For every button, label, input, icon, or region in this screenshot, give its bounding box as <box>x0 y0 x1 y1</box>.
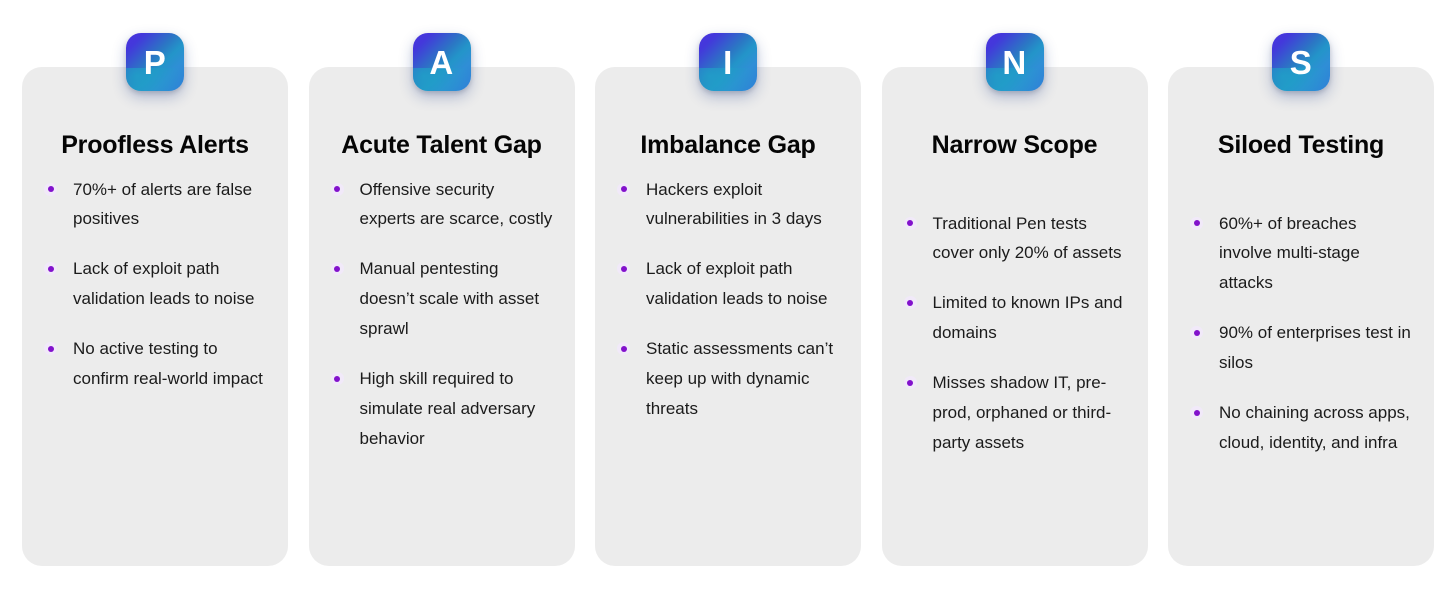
card-title: Acute Talent Gap <box>341 131 542 159</box>
bullet-dot-icon <box>44 182 57 196</box>
bullet-list: Hackers exploit vulnerabilities in 3 day… <box>617 175 839 424</box>
list-item: 90% of enterprises test in silos <box>1190 318 1412 378</box>
card-title: Proofless Alerts <box>61 131 249 159</box>
bullet-text: High skill required to simulate real adv… <box>359 369 536 448</box>
bullet-text: Hackers exploit vulnerabilities in 3 day… <box>646 179 822 229</box>
list-item: 70%+ of alerts are false positives <box>44 175 266 235</box>
bullet-text: Offensive security experts are scarce, c… <box>359 179 553 229</box>
list-item: Traditional Pen tests cover only 20% of … <box>903 209 1126 269</box>
problem-card-narrow-scope: N Narrow Scope Traditional Pen tests cov… <box>881 33 1148 566</box>
bullet-dot-icon <box>330 262 344 276</box>
icon-letter: A <box>429 43 454 81</box>
list-item: Manual pentesting doesn’t scale with ass… <box>330 254 553 344</box>
bullet-dot-icon <box>330 372 344 386</box>
list-item: High skill required to simulate real adv… <box>330 364 553 454</box>
bullet-text: Traditional Pen tests cover only 20% of … <box>932 213 1122 263</box>
letter-badge-icon: P <box>126 33 184 91</box>
bullet-text: No active testing to confirm real-world … <box>73 339 263 389</box>
bullet-text: Limited to known IPs and domains <box>932 293 1123 343</box>
icon-letter: P <box>143 43 167 81</box>
bullet-dot-icon <box>44 342 57 356</box>
bullet-text: Manual pentesting doesn’t scale with ass… <box>359 259 540 339</box>
bullet-list: 60%+ of breaches involve multi-stage att… <box>1190 209 1412 458</box>
letter-badge-icon: I <box>699 33 757 91</box>
list-item: No chaining across apps, cloud, identity… <box>1190 398 1412 458</box>
bullet-dot-icon <box>330 182 344 196</box>
bullet-dot-icon <box>617 182 630 196</box>
bullet-text: 90% of enterprises test in silos <box>1219 323 1411 373</box>
problem-card-proofless-alerts: P Proofless Alerts 70%+ of alerts are fa… <box>22 33 288 566</box>
bullet-dot-icon <box>1190 326 1203 340</box>
list-item: 60%+ of breaches involve multi-stage att… <box>1190 209 1412 299</box>
list-item: Lack of exploit path validation leads to… <box>44 254 266 314</box>
list-item: Misses shadow IT, pre-prod, orphaned or … <box>903 368 1126 458</box>
bullet-text: No chaining across apps, cloud, identity… <box>1219 403 1410 452</box>
list-item: No active testing to confirm real-world … <box>44 334 266 394</box>
bullet-list: 70%+ of alerts are false positives Lack … <box>44 175 266 394</box>
bullet-text: 70%+ of alerts are false positives <box>73 179 253 229</box>
problem-card-acute-talent-gap: A Acute Talent Gap Offensive security ex… <box>308 33 575 566</box>
card-title: Narrow Scope <box>931 131 1098 159</box>
problem-card-siloed-testing: S Siloed Testing 60%+ of breaches involv… <box>1168 33 1434 566</box>
card-title: Siloed Testing <box>1217 131 1385 159</box>
letter-badge-icon: A <box>412 33 471 91</box>
bullet-list: Offensive security experts are scarce, c… <box>330 175 553 454</box>
bullet-dot-icon <box>903 216 917 230</box>
bullet-text: Misses shadow IT, pre-prod, orphaned or … <box>932 373 1112 452</box>
bullet-dot-icon <box>1190 216 1203 230</box>
icon-letter: N <box>1002 43 1027 81</box>
list-item: Lack of exploit path validation leads to… <box>617 254 839 314</box>
list-item: Offensive security experts are scarce, c… <box>330 175 553 235</box>
bullet-list: Traditional Pen tests cover only 20% of … <box>903 209 1126 458</box>
letter-badge-icon: N <box>985 33 1044 91</box>
letter-badge-icon: S <box>1272 33 1330 91</box>
bullet-dot-icon <box>1190 406 1203 420</box>
card-title: Imbalance Gap <box>640 131 816 159</box>
bullet-dot-icon <box>44 262 57 276</box>
problem-card-imbalance-gap: I Imbalance Gap Hackers exploit vulnerab… <box>595 33 861 566</box>
bullet-text: Lack of exploit path validation leads to… <box>73 259 255 309</box>
list-item: Static assessments can’t keep up with dy… <box>617 334 839 424</box>
list-item: Hackers exploit vulnerabilities in 3 day… <box>617 175 839 235</box>
bullet-dot-icon <box>903 376 917 390</box>
bullet-text: Static assessments can’t keep up with dy… <box>646 339 834 418</box>
bullet-dot-icon <box>617 342 630 356</box>
list-item: Limited to known IPs and domains <box>903 288 1126 348</box>
bullet-text: 60%+ of breaches involve multi-stage att… <box>1219 213 1360 293</box>
bullet-dot-icon <box>617 262 630 276</box>
icon-letter: I <box>723 43 733 81</box>
bullet-dot-icon <box>903 296 917 310</box>
icon-letter: S <box>1289 43 1313 81</box>
bullet-text: Lack of exploit path validation leads to… <box>646 259 828 309</box>
